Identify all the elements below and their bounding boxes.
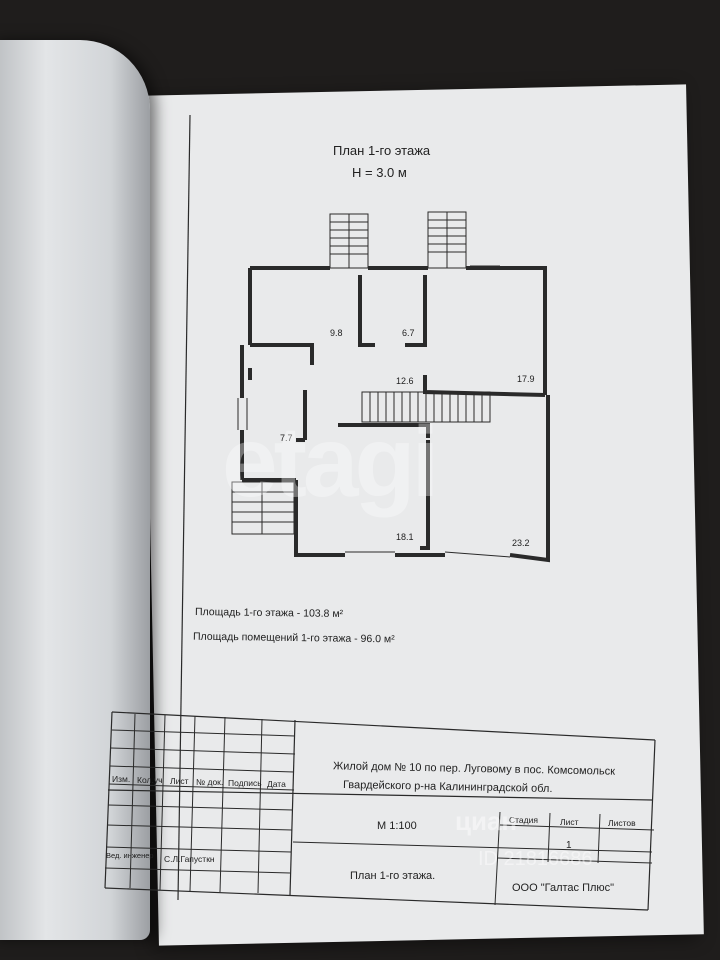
room-area-label: 7.7 (280, 433, 293, 443)
stage-label: Стадия (509, 815, 538, 825)
stamp-header-cell: № док. (196, 777, 224, 787)
room-area-label: 12.6 (396, 376, 414, 386)
sheet-number: 1 (566, 840, 572, 851)
ceiling-height: H = 3.0 м (352, 165, 407, 180)
cian-watermark: циан (455, 806, 518, 836)
room-area-label: 23.2 (512, 538, 530, 548)
sheet-name: План 1-го этажа. (350, 870, 436, 882)
stamp-header-cell: Кол.уч (137, 775, 163, 785)
room-area-label: 9.8 (330, 328, 343, 338)
room-area-label: 17.9 (517, 374, 535, 384)
drawing-scale: М 1:100 (377, 820, 417, 832)
engineer-role: Вед. инженер (106, 851, 154, 860)
stamp-header-cell: Лист (170, 776, 189, 786)
engineer-name: С.Л.Гапусткн (164, 854, 215, 864)
floor-area-text: Площадь 1-го этажа - 103.8 м² (194, 605, 344, 621)
stamp-header-cell: Изм. (112, 774, 131, 784)
cian-listing-id: ID 21816686 (478, 848, 593, 870)
sheet-label: Лист (560, 817, 579, 827)
room-area-label: 6.7 (402, 328, 415, 338)
stamp-header-cell: Дата (267, 779, 286, 789)
plan-title: План 1-го этажа (333, 143, 431, 158)
etagi-watermark: etagi (222, 406, 439, 518)
sheets-label: Листов (608, 818, 636, 828)
room-area-label: 18.1 (396, 532, 414, 542)
company-name: ООО "Галтас Плюс" (512, 882, 615, 894)
stamp-header-cell: Подпись (228, 778, 262, 788)
